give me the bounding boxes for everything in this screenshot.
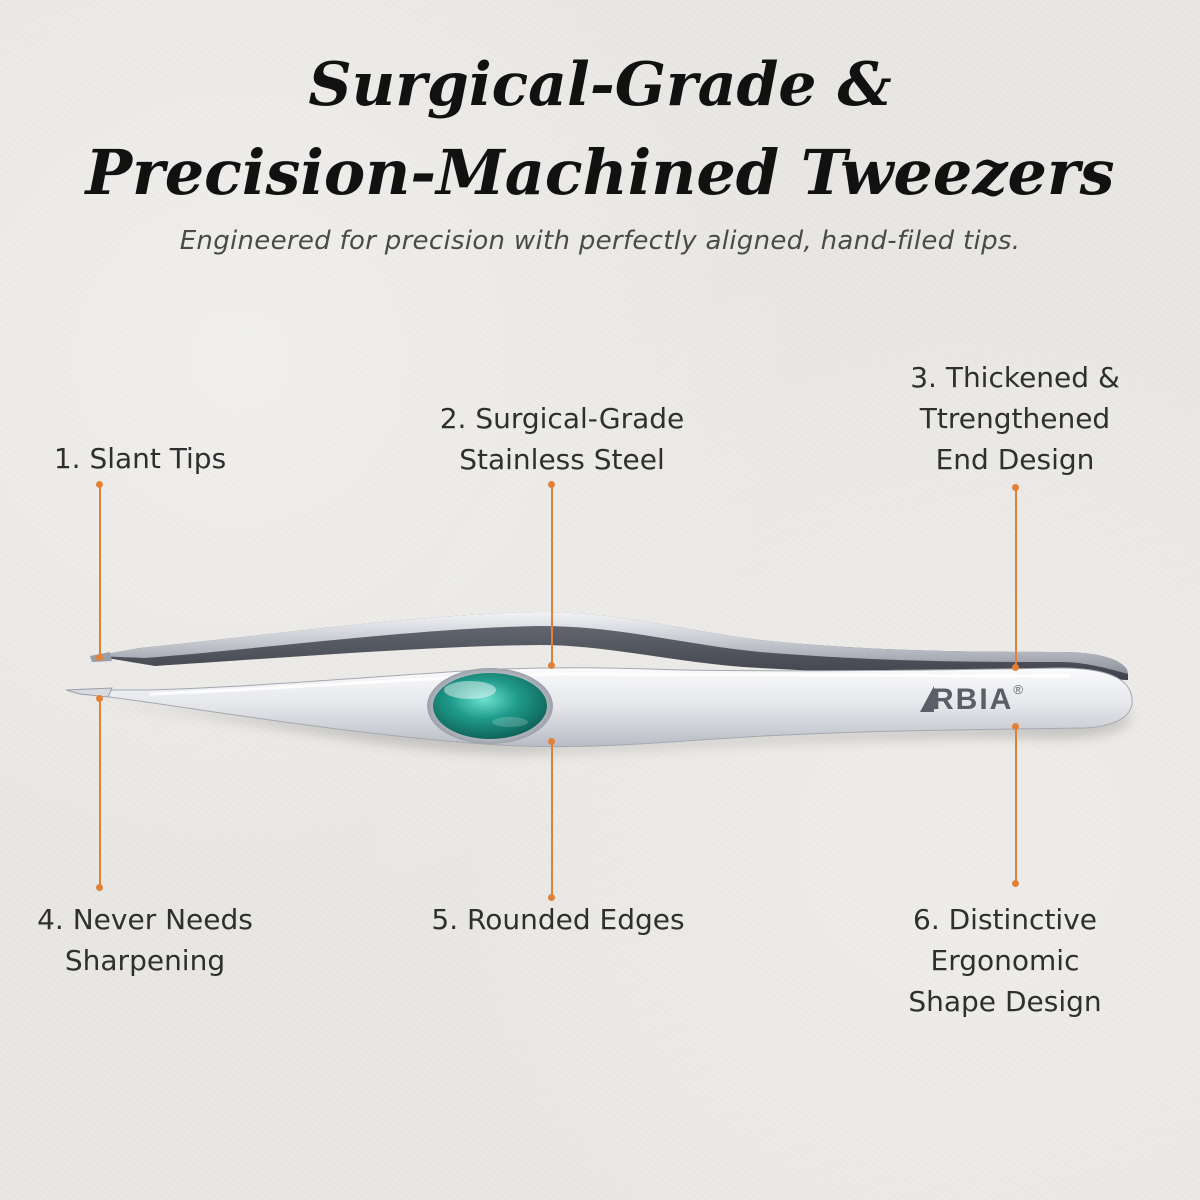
callout-line-3 [1014, 487, 1017, 667]
callout-line-6 [1014, 726, 1017, 884]
callout-line-2 [550, 484, 553, 666]
headline-line-1: Surgical-Grade & [308, 50, 892, 120]
brand-logo: RBIA ® [920, 680, 1023, 720]
feature-3-label: 3. Thickened & Ttrengthened End Design [910, 361, 1120, 476]
subtitle: Engineered for precision with perfectly … [179, 226, 1021, 256]
callout-dot-1-bottom [96, 654, 103, 661]
callout-dot-4-bottom [96, 884, 103, 891]
callout-dot-5-bottom [548, 894, 555, 901]
teal-gem [433, 673, 547, 739]
registered-mark: ® [1013, 682, 1023, 697]
callout-dot-3-bottom [1012, 664, 1019, 671]
feature-6-label: 6. Distinctive Ergonomic Shape Design [908, 903, 1102, 1018]
feature-1-label: 1. Slant Tips [53, 442, 227, 475]
callout-line-4 [98, 698, 101, 888]
feature-5-label: 5. Rounded Edges [431, 903, 685, 936]
feature-2-label: 2. Surgical-Grade Stainless Steel [439, 402, 685, 476]
callout-dot-6-bottom [1012, 880, 1019, 887]
callout-dot-2-bottom [548, 662, 555, 669]
feature-4-label: 4. Never Needs Sharpening [37, 903, 253, 977]
headline-line-2: Precision-Machined Tweezers [85, 136, 1115, 209]
callout-line-5 [550, 741, 553, 898]
callout-line-1 [98, 484, 101, 658]
logo-mark-icon [920, 686, 934, 712]
logo-wordmark: RBIA [932, 683, 1014, 716]
